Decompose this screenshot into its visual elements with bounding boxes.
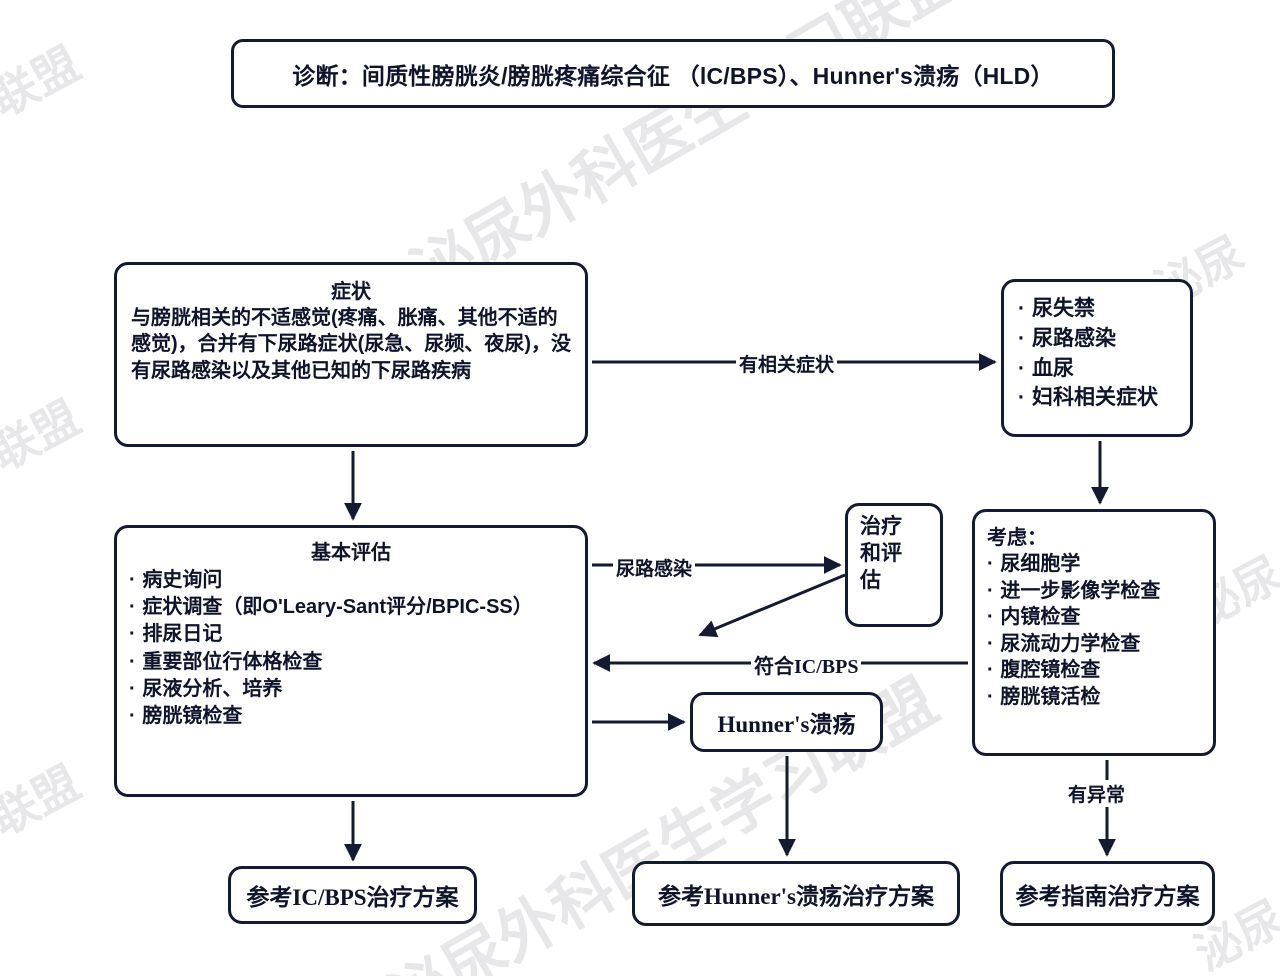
node-diagnosis[interactable]: 诊断：间质性膀胱炎/膀胱疼痛综合征 （lC/BPS）、Hunner's溃疡（HL… xyxy=(231,39,1115,108)
node-consider[interactable]: 考虑： 尿细胞学 进一步影像学检查 内镜检查 尿流动力学检查 腹腔镜检查 膀胱镜… xyxy=(972,509,1216,756)
list-item: 尿失禁 xyxy=(1018,294,1190,324)
node-output-hunner-treatment[interactable]: 参考Hunner's溃疡治疗方案 xyxy=(632,861,960,926)
diagnosis-title: 诊断：间质性膀胱炎/膀胱疼痛综合征 （lC/BPS）、Hunner's溃疡（HL… xyxy=(292,62,1054,89)
edge-label-related-symptoms: 有相关症状 xyxy=(736,350,838,377)
edge-label-uti: 尿路感染 xyxy=(613,554,696,581)
edge-label-abnormal: 有异常 xyxy=(1065,780,1129,807)
symptoms-body: 与膀胱相关的不适感觉(疼痛、胀痛、其他不适的感觉)，合并有下尿路症状(尿急、尿频… xyxy=(131,307,571,382)
list-item: 重要部位行体格检查 xyxy=(129,649,573,676)
list-item: 尿细胞学 xyxy=(987,551,1213,578)
list-item: 腹腔镜检查 xyxy=(987,657,1213,684)
edge-label-meets-icbps: 符合IC/BPS xyxy=(751,650,862,679)
list-item: 尿流动力学检查 xyxy=(987,631,1213,658)
watermark-bottom-left: 联盟 xyxy=(0,756,89,846)
basic-evaluation-title: 基本评估 xyxy=(311,542,391,564)
list-item: 症状调查（即O'Leary-Sant评分/BPIC-SS） xyxy=(129,594,573,621)
symptoms-title: 症状 xyxy=(331,281,371,303)
list-item: 尿液分析、培养 xyxy=(129,676,573,703)
treat-eval-line-1: 治疗 xyxy=(860,515,902,538)
watermark-top-left: 联盟 xyxy=(0,37,89,127)
list-item: 膀胱镜活检 xyxy=(987,684,1213,711)
basic-evaluation-list: 病史询问 症状调查（即O'Leary-Sant评分/BPIC-SS） 排尿日记 … xyxy=(129,567,573,730)
output-guideline-title: 参考指南治疗方案 xyxy=(1015,883,1200,909)
node-treatment-and-evaluation[interactable]: 治疗 和评 估 xyxy=(845,503,943,627)
list-item: 病史询问 xyxy=(129,567,573,594)
node-basic-evaluation[interactable]: 基本评估 病史询问 症状调查（即O'Leary-Sant评分/BPIC-SS） … xyxy=(114,525,588,797)
list-item: 内镜检查 xyxy=(987,604,1213,631)
node-related-symptoms[interactable]: 尿失禁 尿路感染 血尿 妇科相关症状 xyxy=(1001,279,1193,437)
consider-list: 尿细胞学 进一步影像学检查 内镜检查 尿流动力学检查 腹腔镜检查 膀胱镜活检 xyxy=(987,551,1213,711)
list-item: 膀胱镜检查 xyxy=(129,703,573,730)
node-hunner-ulcer[interactable]: Hunner's溃疡 xyxy=(690,692,883,752)
output-icbps-title: 参考IC/BPS治疗方案 xyxy=(246,885,459,910)
list-item: 尿路感染 xyxy=(1018,324,1190,354)
node-output-guideline-treatment[interactable]: 参考指南治疗方案 xyxy=(1000,861,1215,926)
list-item: 血尿 xyxy=(1018,354,1190,384)
edge-treat-feedback xyxy=(698,573,846,638)
node-output-icbps-treatment[interactable]: 参考IC/BPS治疗方案 xyxy=(228,866,477,924)
treat-eval-line-2: 和评 xyxy=(860,541,902,565)
treat-eval-line-3: 估 xyxy=(860,568,881,592)
node-symptoms[interactable]: 症状 与膀胱相关的不适感觉(疼痛、胀痛、其他不适的感觉)，合并有下尿路症状(尿急… xyxy=(114,262,588,447)
list-item: 妇科相关症状 xyxy=(1018,383,1190,413)
watermark-mid-left: 联盟 xyxy=(0,391,89,481)
related-symptoms-list: 尿失禁 尿路感染 血尿 妇科相关症状 xyxy=(1018,294,1190,413)
output-hunner-title: 参考Hunner's溃疡治疗方案 xyxy=(657,883,935,909)
consider-title: 考虑： xyxy=(987,527,1047,549)
hunner-ulcer-title: Hunner's溃疡 xyxy=(717,712,856,737)
list-item: 进一步影像学检查 xyxy=(987,578,1213,605)
list-item: 排尿日记 xyxy=(129,621,573,648)
